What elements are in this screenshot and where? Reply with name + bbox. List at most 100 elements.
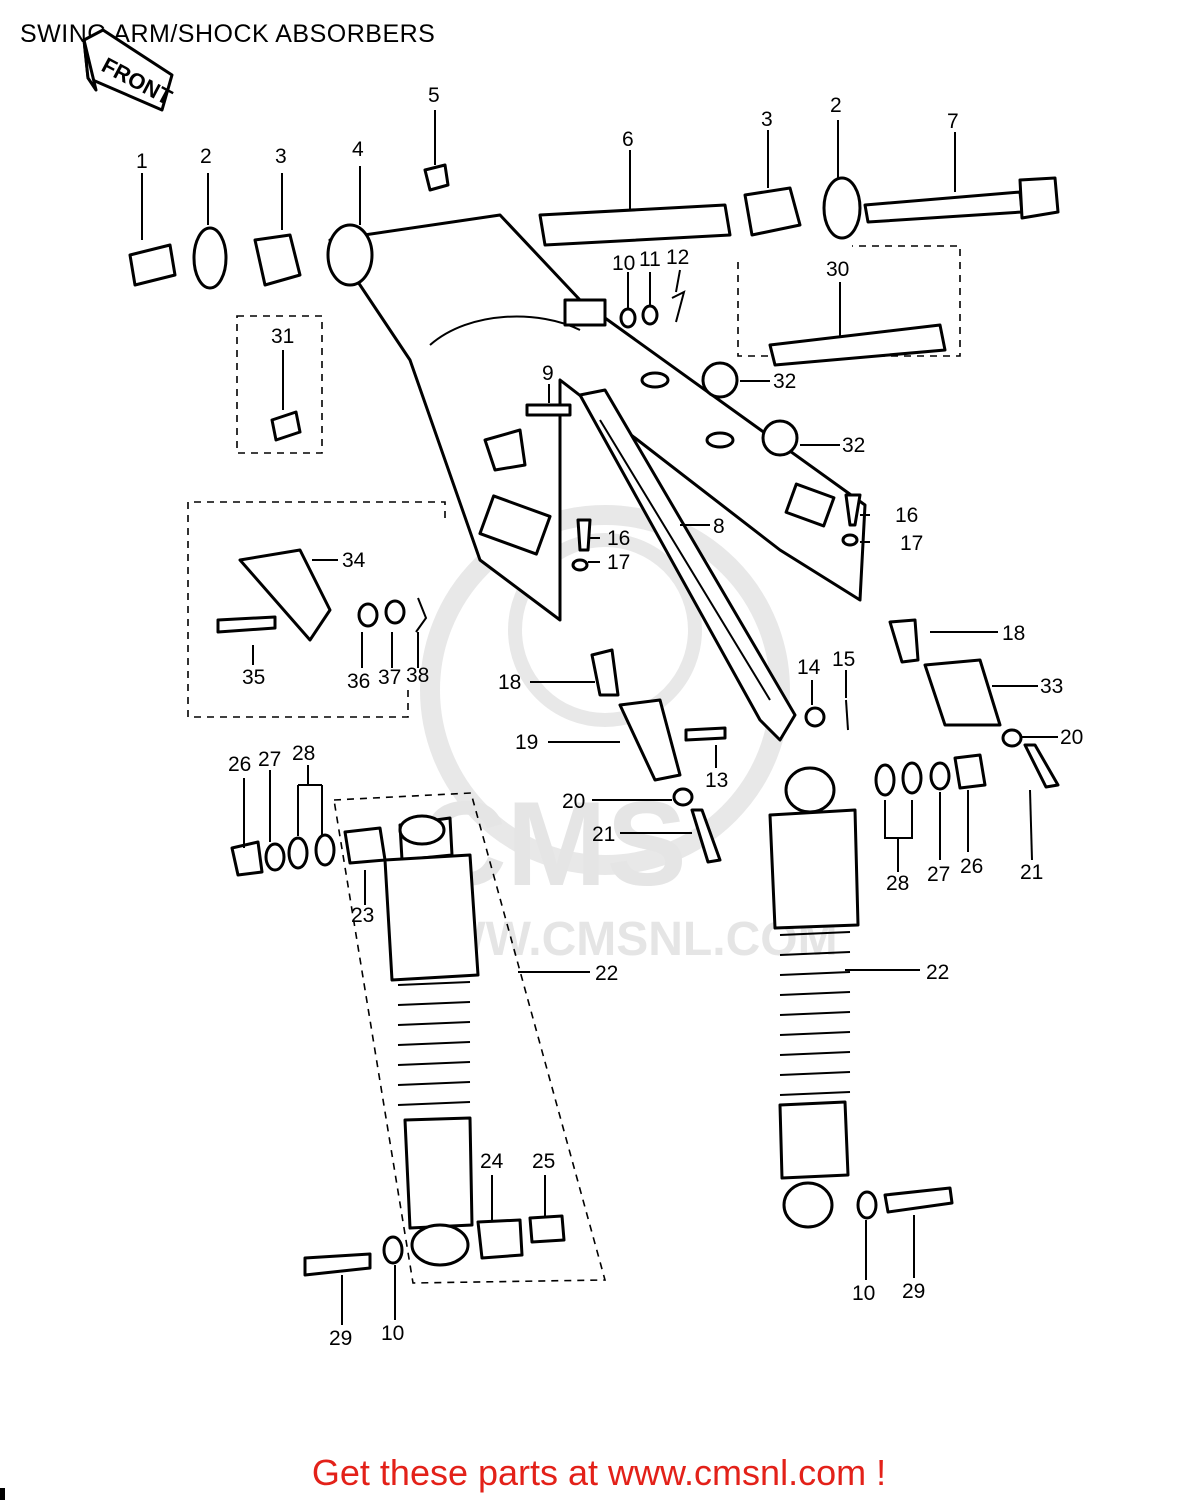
callout-4: 4 (352, 138, 364, 161)
callout-30: 30 (826, 258, 849, 281)
part-nut-10a (619, 307, 637, 329)
part-oring-a (640, 371, 670, 389)
part-bushing-3 (253, 233, 302, 287)
box-part-30 (737, 245, 961, 357)
callout-21a: 21 (592, 823, 615, 846)
callout-15: 15 (832, 648, 855, 671)
part-bushing-23 (343, 826, 387, 865)
part-36 (357, 602, 379, 628)
part-bolt-16a (576, 518, 592, 552)
part-bolt-13 (684, 726, 727, 742)
callout-10b: 10 (381, 1322, 404, 1345)
part-washer-28b (314, 833, 336, 867)
part-nut-1 (128, 243, 177, 287)
part-washer-28c (874, 763, 896, 797)
part-nut-20b (1001, 728, 1023, 748)
part-bolt-16b (844, 493, 862, 527)
callout-35: 35 (242, 666, 265, 689)
part-shaft-30 (768, 323, 947, 367)
page-edge-mark (0, 1488, 5, 1500)
callout-17b: 17 (900, 532, 923, 555)
part-pin-38 (415, 597, 428, 633)
callout-9: 9 (542, 362, 554, 385)
chain-guide-bracket (563, 298, 607, 327)
part-washer-2b (822, 176, 862, 240)
callout-31: 31 (271, 325, 294, 348)
part-washer-17b (841, 533, 859, 547)
part-bracket-18a (590, 648, 620, 697)
callout-17a: 17 (607, 551, 630, 574)
part-nut-20a (672, 787, 694, 807)
box-part-31 (236, 315, 323, 454)
part-cap-32b (761, 419, 799, 457)
callout-25: 25 (532, 1150, 555, 1173)
callout-10c: 10 (852, 1282, 875, 1305)
callout-20b: 20 (1060, 726, 1083, 749)
brake-stay-bracket (483, 428, 527, 472)
callout-21b: 21 (1020, 861, 1043, 884)
callout-37: 37 (378, 666, 401, 689)
callout-22a: 22 (595, 962, 618, 985)
front-arrow: FRONT (82, 28, 177, 112)
part-bushing-24 (476, 1218, 524, 1260)
part-arm-34 (238, 548, 332, 642)
watermark-face (508, 533, 702, 727)
callout-14: 14 (797, 656, 821, 679)
callout-29b: 29 (902, 1280, 925, 1303)
callout-34: 34 (342, 549, 366, 572)
callout-2b: 2 (830, 94, 842, 117)
part-bolt-21a (690, 808, 722, 864)
hardware (216, 403, 1060, 864)
part-nut-26a (230, 840, 264, 877)
part-bolt-21b (1023, 743, 1060, 789)
callout-2: 2 (200, 145, 212, 168)
callout-8: 8 (713, 515, 725, 538)
callout-7: 7 (947, 110, 959, 133)
callout-labels: 1 2 3 4 5 6 3 2 7 10 11 12 30 31 9 32 32… (136, 84, 1083, 1350)
part-nut-10b (382, 1235, 404, 1265)
part-washer-17a (571, 558, 589, 572)
callout-27a: 27 (258, 748, 281, 771)
part-bracket-18b (888, 618, 920, 664)
part-sleeve-6 (538, 203, 732, 247)
watermark: CMS WWW.CMSNL.COM (395, 505, 838, 966)
part-sleeve-25 (528, 1214, 566, 1244)
callout-12: 12 (666, 246, 689, 269)
part-nut-14 (804, 706, 826, 728)
part-bolt-29b (883, 1186, 954, 1214)
callout-24: 24 (480, 1150, 504, 1173)
callout-28a: 28 (292, 742, 315, 765)
part-cap-32a (701, 361, 739, 399)
part-fitting-31 (270, 410, 302, 442)
shock-absorber-left (230, 814, 566, 1277)
callout-27b: 27 (927, 863, 950, 886)
box-shock-left (333, 792, 607, 1284)
callout-3: 3 (275, 145, 287, 168)
group-boxes (187, 245, 961, 1284)
callout-16b: 16 (895, 504, 918, 527)
promo-link[interactable]: Get these parts at www.cmsnl.com ! (311, 1452, 887, 1493)
part-nut-10c (856, 1190, 878, 1220)
box-parts-34-38 (187, 501, 446, 718)
part-washer-27b (929, 761, 951, 791)
part-bolt-29a (303, 1252, 372, 1277)
callout-20a: 20 (562, 790, 585, 813)
part-washer-28d (901, 761, 923, 795)
callout-18b: 18 (1002, 622, 1025, 645)
part-pin-12 (671, 290, 686, 323)
callout-26a: 26 (228, 753, 251, 776)
callout-26b: 26 (960, 855, 983, 878)
callout-11: 11 (639, 248, 661, 271)
shock-absorber-right (768, 753, 987, 1229)
callout-32b: 32 (842, 434, 865, 457)
callout-6: 6 (622, 128, 634, 151)
callout-13: 13 (705, 769, 728, 792)
callout-3b: 3 (761, 108, 773, 131)
callout-29a: 29 (329, 1327, 352, 1350)
part-bushing-3b (743, 186, 802, 237)
part-washer-28a (287, 836, 309, 870)
part-bolt-7 (863, 190, 1024, 224)
callout-33: 33 (1040, 675, 1063, 698)
callout-36: 36 (347, 670, 370, 693)
